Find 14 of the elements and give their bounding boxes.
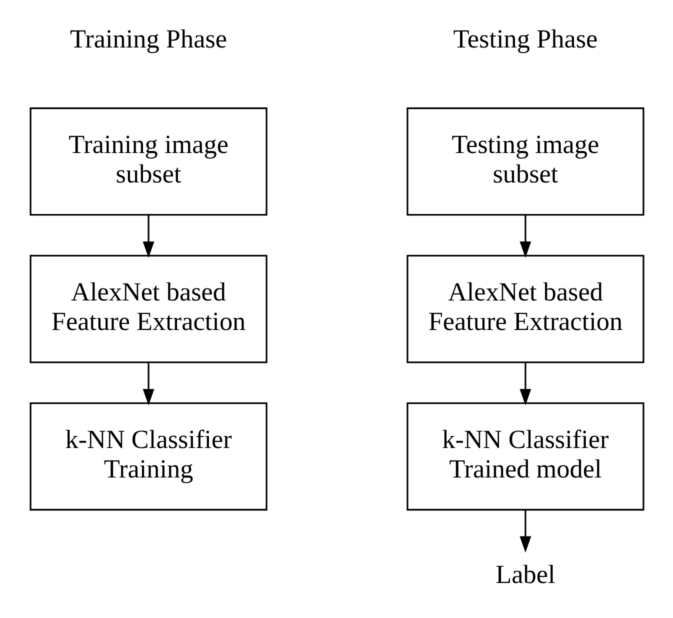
node-box: Testing image subset [406, 107, 644, 216]
node-box: AlexNet based Feature Extraction [29, 254, 267, 364]
arrow [519, 362, 531, 406]
arrow [519, 215, 531, 258]
node-box: k-NN Classifier Trained model [406, 402, 644, 511]
node-box: Training image subset [29, 107, 267, 216]
arrow [142, 362, 154, 406]
node-box: k-NN Classifier Training [29, 402, 267, 511]
label: Testing Phase [452, 24, 598, 54]
node-text: Label [495, 560, 555, 590]
arrow [142, 215, 154, 258]
label: Training Phase [70, 24, 227, 54]
arrow [519, 510, 531, 553]
node-box: AlexNet based Feature Extraction [406, 254, 644, 364]
